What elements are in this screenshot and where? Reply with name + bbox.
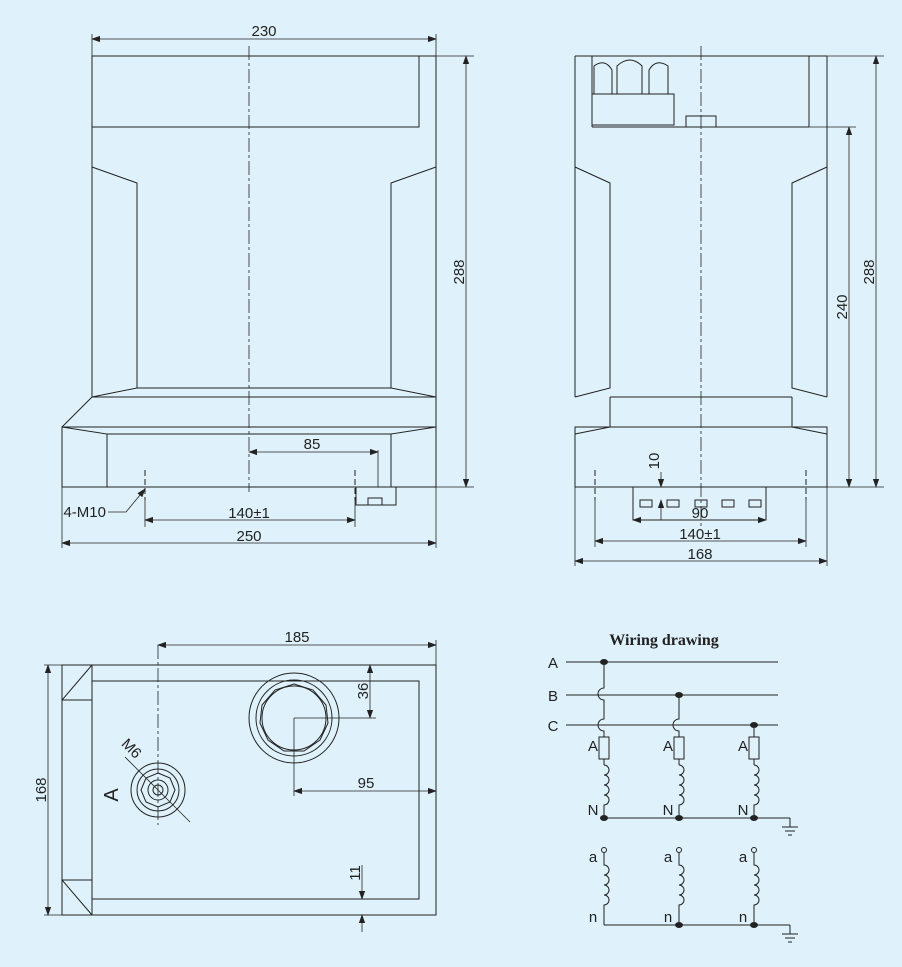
secondary-bottom-3: n (739, 909, 747, 926)
side-dimension-labels: 288 240 10 90 140±1 168 (646, 259, 878, 563)
primary-bottom-3: N (738, 802, 749, 819)
dim-top-width: 168 (33, 777, 50, 802)
dim-front-height: 288 (451, 259, 468, 284)
primary-top-3: A (738, 738, 748, 755)
dim-front-base-width: 250 (236, 528, 261, 545)
dim-side-height-total: 288 (861, 259, 878, 284)
secondary-top-3: a (739, 849, 748, 866)
thread-callout: M6 (118, 735, 145, 762)
front-view (61, 46, 437, 506)
dim-side-depth: 168 (687, 546, 712, 563)
phase-label-a: A (548, 655, 558, 672)
dim-front-bolt-spacing: 140±1 (228, 505, 270, 522)
phase-label-c: C (548, 718, 559, 735)
dim-top-offset-bottom: 11 (347, 865, 364, 881)
dim-terminal-height: 10 (646, 453, 663, 470)
primary-bottom-1: N (588, 802, 599, 819)
dim-top-length: 185 (284, 629, 309, 646)
primary-bottom-2: N (663, 802, 674, 819)
top-dimensions (44, 640, 437, 932)
phase-label-b: B (548, 688, 558, 705)
dim-front-offset: 85 (304, 436, 321, 453)
side-view (574, 46, 828, 527)
front-top-cap (91, 55, 420, 128)
side-dimensions (574, 55, 884, 566)
secondary-bottom-2: n (664, 909, 672, 926)
wiring-drawing: Wiring drawing (548, 632, 798, 943)
dim-side-bolt-spacing: 140±1 (679, 526, 721, 543)
top-view (61, 645, 437, 916)
dim-terminal-span: 90 (692, 505, 709, 522)
front-dimension-labels: 230 288 85 140±1 250 4-M10 (63, 23, 468, 545)
dim-top-offset-right: 95 (358, 775, 375, 792)
secondary-top-2: a (664, 849, 673, 866)
primary-top-2: A (663, 738, 673, 755)
dim-top-offset-top: 36 (355, 683, 372, 700)
wiring-title: Wiring drawing (609, 632, 719, 649)
front-dimensions (61, 34, 474, 548)
terminal-mark: A (101, 788, 123, 802)
secondary-bottom-1: n (589, 909, 597, 926)
dim-front-width-top: 230 (251, 23, 276, 40)
top-dimension-labels: 185 168 36 95 11 M6 A (33, 629, 374, 881)
dim-side-height-body: 240 (834, 294, 851, 319)
secondary-top-1: a (589, 849, 598, 866)
primary-top-1: A (588, 738, 598, 755)
bolt-callout: 4-M10 (63, 504, 106, 521)
